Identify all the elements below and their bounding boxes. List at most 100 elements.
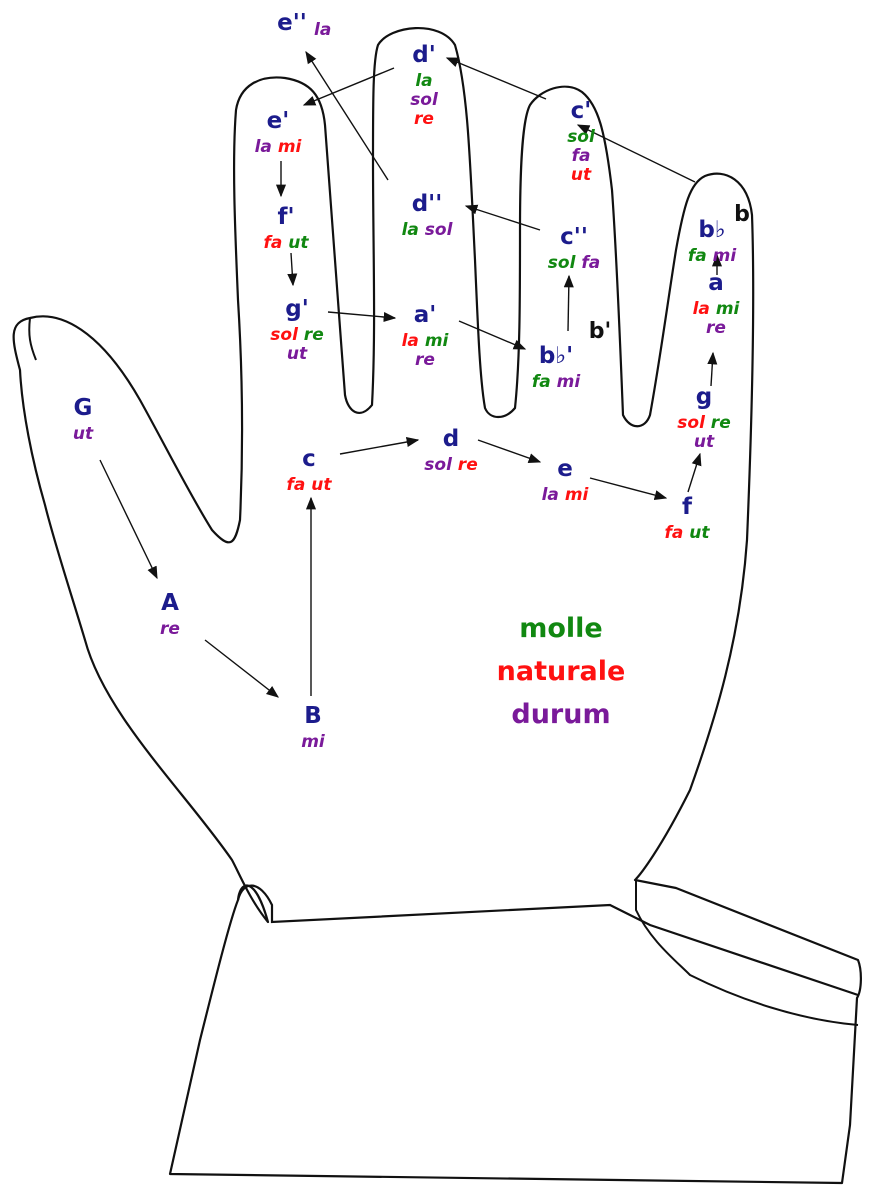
syllable-row: la [314, 20, 331, 40]
arrow-bflat-c1 [576, 124, 696, 183]
syllable-sol: sol [410, 90, 439, 110]
arrow-d2-e2 [305, 50, 389, 181]
arrow-bflat1-c2 [563, 274, 574, 332]
extra-label-b1: b' [589, 319, 611, 344]
syllable-la: la [402, 220, 419, 240]
note-c2: c'' sol fa [548, 224, 600, 273]
syllable-sol: sol [677, 413, 706, 433]
syllable-row: fa ut [263, 233, 309, 253]
syllable-re: re [705, 413, 731, 433]
syllable-fa: fa [286, 475, 305, 495]
syllable-sol: sol [548, 253, 577, 273]
syllable-mi: mi [419, 331, 450, 351]
syllable-fa: fa [532, 372, 551, 392]
hand-outline [12, 26, 862, 1185]
legend: molle naturale durum [497, 613, 626, 730]
note-label: f' [277, 204, 294, 230]
syllable-re: re [414, 109, 434, 129]
syllable-ut: ut [287, 344, 308, 364]
syllable-row: re [415, 350, 435, 370]
syllable-ut: ut [282, 233, 309, 253]
syllable-row: fa mi [532, 372, 582, 392]
note-c: c fa ut [286, 446, 332, 495]
syllable-ut: ut [694, 432, 715, 452]
syllable-row: mi [301, 732, 326, 752]
syllable-mi: mi [710, 299, 741, 319]
syllable-row: re [414, 109, 434, 129]
syllable-mi: mi [559, 485, 590, 505]
syllable-row: ut [571, 165, 592, 185]
syllable-la: la [693, 299, 710, 319]
syllable-row: la mi [402, 331, 450, 351]
syllable-re: re [415, 350, 435, 370]
syllable-row: fa [572, 146, 591, 166]
syllable-row: sol fa [548, 253, 600, 273]
legend-molle: molle [519, 613, 603, 644]
syllable-re: re [706, 318, 726, 338]
note-label: e'' [277, 10, 307, 36]
arrow-layer [99, 50, 723, 698]
arrow-f1-g1 [287, 252, 298, 287]
syllable-row: ut [287, 344, 308, 364]
note-label: A [161, 590, 179, 616]
syllable-ut: ut [683, 523, 710, 543]
syllable-row: sol re [424, 455, 477, 475]
note-A: Are [160, 590, 180, 639]
arrow-A-B [204, 639, 279, 698]
legend-naturale: naturale [497, 656, 626, 687]
syllable-row: re [160, 619, 180, 639]
note-label: a [708, 270, 724, 296]
extra-label-b: b [734, 202, 750, 227]
syllable-ut: ut [305, 475, 332, 495]
syllable-row: la mi [542, 485, 590, 505]
syllable-row: la [415, 71, 432, 91]
note-label: b♭ [698, 217, 725, 243]
syllable-sol: sol [424, 455, 453, 475]
note-label: f [682, 494, 693, 520]
note-B: Bmi [301, 703, 326, 752]
syllable-ut: ut [73, 424, 94, 444]
syllable-re: re [160, 619, 180, 639]
arrow-f-g [687, 452, 702, 493]
syllable-mi: mi [707, 246, 738, 266]
syllable-row: la mi [693, 299, 741, 319]
extra-labels: b b' [589, 202, 750, 344]
syllable-mi: mi [272, 137, 303, 157]
note-label: c [302, 446, 316, 472]
syllable-fa: fa [688, 246, 707, 266]
syllable-re: re [298, 325, 324, 345]
note-label: c'' [560, 224, 588, 250]
legend-durum: durum [511, 699, 610, 730]
syllable-fa: fa [664, 523, 683, 543]
syllable-sol: sol [567, 127, 596, 147]
note-f: f fa ut [664, 494, 710, 543]
note-label: G [74, 395, 93, 421]
note-bflat: b♭ fa mi [688, 217, 738, 266]
syllable-row: la sol [402, 220, 454, 240]
syllable-mi: mi [551, 372, 582, 392]
note-e2: e'' la [277, 10, 331, 40]
note-label: d'' [412, 191, 443, 217]
syllable-row: sol re [677, 413, 730, 433]
cuff-edge [236, 884, 859, 997]
arrow-c2-d2 [464, 204, 541, 231]
note-label: e [557, 456, 573, 482]
note-label: e' [267, 108, 290, 134]
syllable-sol: sol [419, 220, 454, 240]
note-label: a' [414, 302, 437, 328]
note-label: B [304, 703, 322, 729]
syllable-row: sol [410, 90, 439, 110]
syllable-sol: sol [270, 325, 299, 345]
note-bflat1: b♭'fa mi [532, 343, 582, 392]
arrow-e-f [589, 477, 668, 500]
arrow-a1-bflat1 [458, 320, 527, 350]
note-f1: f' fa ut [263, 204, 309, 253]
